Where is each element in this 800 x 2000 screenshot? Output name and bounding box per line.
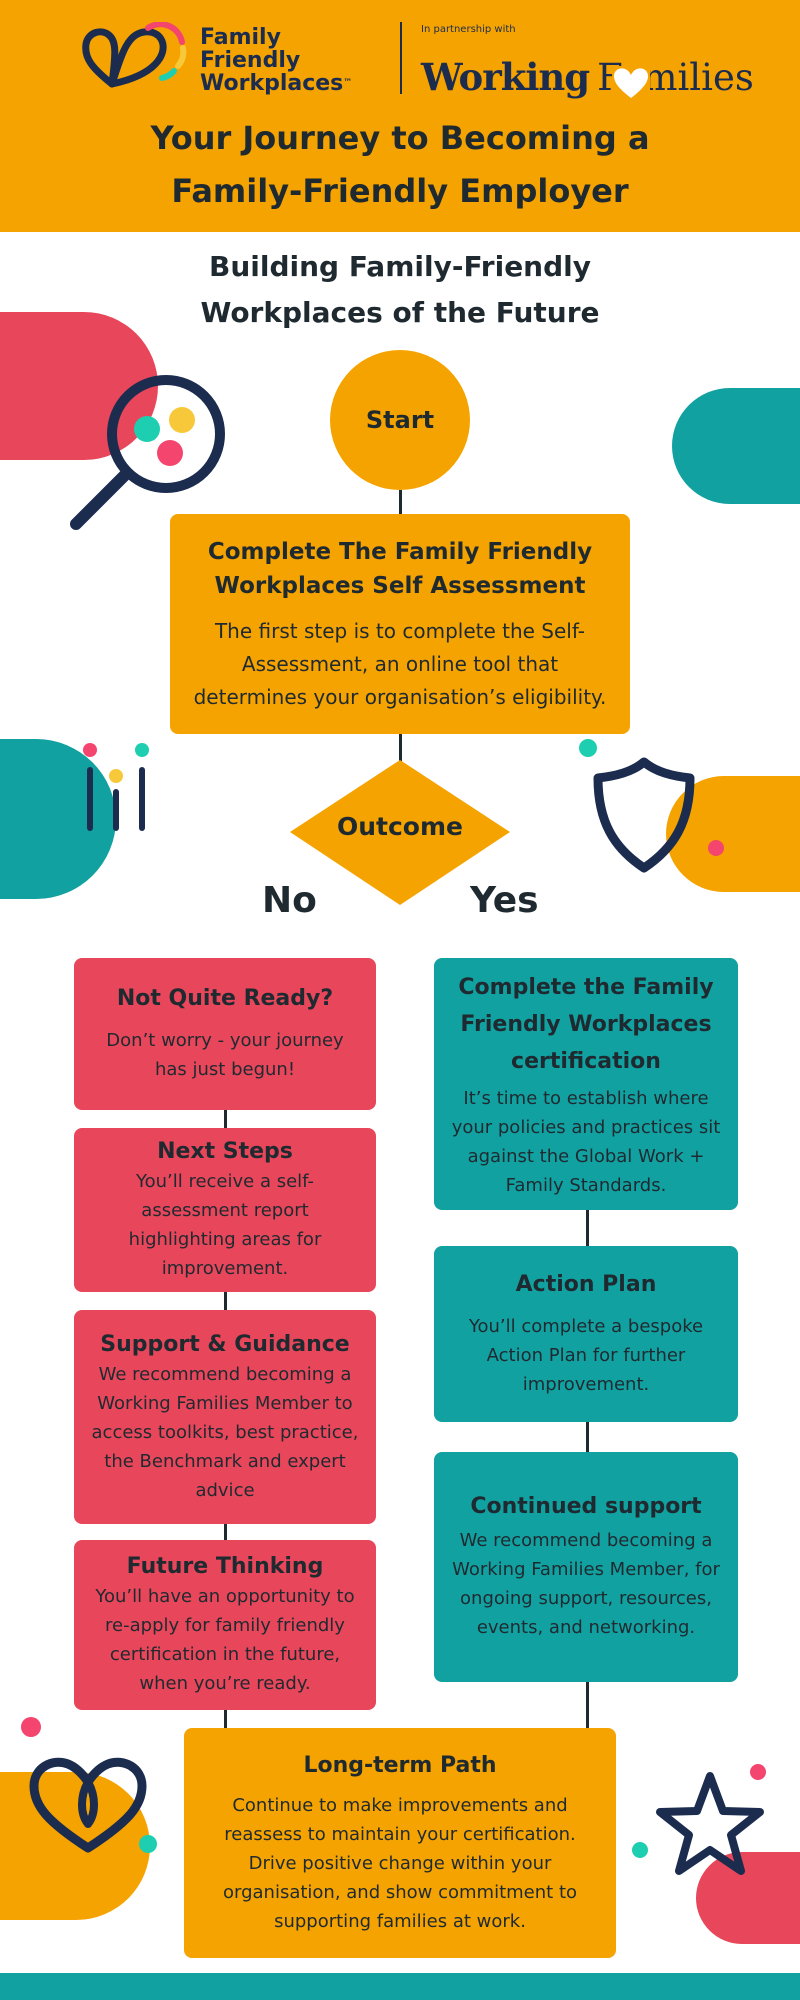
shield-icon: [579, 739, 724, 873]
brand-line-2: Friendly: [200, 48, 301, 73]
connector-no-2: [224, 1292, 227, 1310]
partnership-label: In partnership with: [421, 24, 516, 35]
final-step-long-term-path: Long-term Path Continue to make improvem…: [184, 1728, 616, 1958]
bars-icon: [83, 743, 149, 831]
yes-step-body: We recommend becoming a Working Families…: [452, 1530, 720, 1638]
magnifier-icon: [70, 375, 225, 530]
title-line-1: Your Journey to Becoming a: [150, 119, 650, 157]
connector-start-assessment: [399, 490, 402, 514]
no-step-body: You’ll have an opportunity to re-apply f…: [95, 1586, 355, 1694]
connector-no-3: [224, 1524, 227, 1540]
decorative-red-blob-right: [696, 1852, 800, 1944]
yes-step-body: You’ll complete a bespoke Action Plan fo…: [468, 1315, 704, 1395]
yes-step-action-plan: Action Plan You’ll complete a bespoke Ac…: [434, 1246, 738, 1422]
connector-yes-final: [586, 1682, 589, 1728]
subtitle-line-1: Building Family-Friendly: [208, 250, 592, 283]
footer-band: [0, 1973, 800, 2000]
no-step-body: Don’t worry - your journey has just begu…: [106, 1030, 344, 1080]
yes-step-body: It’s time to establish where your polici…: [451, 1087, 721, 1196]
branch-label-yes: Yes: [470, 880, 539, 921]
heart-outline-icon: [29, 1757, 157, 1853]
no-step-body: We recommend becoming a Working Families…: [91, 1363, 359, 1501]
assessment-box: Complete The Family Friendly Workplaces …: [170, 514, 630, 734]
connector-no-final: [224, 1710, 227, 1728]
final-step-title: Long-term Path: [303, 1752, 497, 1778]
connector-yes-2: [586, 1422, 589, 1452]
decorative-orange-blob-left: [0, 1772, 150, 1920]
no-step-body: You’ll receive a self-assessment report …: [128, 1171, 322, 1279]
partner-word-working: Working: [421, 55, 590, 99]
pink-dot: [21, 1717, 41, 1737]
branch-label-no: No: [262, 880, 317, 921]
heart-icon: [612, 66, 650, 100]
no-step-support-guidance: Support & Guidance We recommend becoming…: [74, 1310, 376, 1524]
subtitle-line-2: Workplaces of the Future: [200, 296, 600, 329]
page-title: Your Journey to Becoming a Family-Friend…: [40, 112, 760, 218]
decision-label: Outcome: [336, 812, 463, 841]
yes-step-title: Continued support: [470, 1494, 702, 1519]
brand-line-1: Family: [200, 25, 281, 50]
final-step-body: Continue to make improvements and reasse…: [222, 1794, 578, 1932]
decision-diamond: [290, 760, 510, 905]
header-divider: [400, 22, 402, 94]
no-step-title: Support & Guidance: [100, 1331, 350, 1357]
family-friendly-hearts-logo-icon: [82, 22, 187, 88]
no-step-next-steps: Next Steps You’ll receive a self-assessm…: [74, 1128, 376, 1292]
assessment-title: Complete The Family Friendly Workplaces …: [207, 538, 593, 599]
assessment-body: The first step is to complete the Self-A…: [193, 618, 607, 709]
connector-yes-1: [586, 1210, 589, 1246]
start-node: Start: [330, 350, 470, 490]
decorative-red-blob: [0, 312, 158, 460]
trademark: ™: [343, 78, 353, 88]
brand-name: Family Friendly Workplaces™: [200, 26, 360, 95]
brand-line-3: Workplaces™: [200, 71, 353, 96]
decorative-teal-blob-right: [672, 388, 800, 504]
no-step-title: Not Quite Ready?: [116, 986, 334, 1011]
no-step-future-thinking: Future Thinking You’ll have an opportuni…: [74, 1540, 376, 1710]
section-subtitle: Building Family-Friendly Workplaces of t…: [100, 244, 700, 336]
no-step-title: Future Thinking: [126, 1554, 324, 1579]
no-step-title: Next Steps: [157, 1139, 293, 1164]
yes-step-title: Complete the Family Friendly Workplaces …: [458, 974, 714, 1074]
star-icon: [632, 1764, 766, 1875]
title-line-2: Family-Friendly Employer: [171, 172, 629, 210]
no-step-not-quite-ready: Not Quite Ready? Don’t worry - your jour…: [74, 958, 376, 1110]
connector-assessment-decision: [399, 734, 402, 762]
yes-step-certification: Complete the Family Friendly Workplaces …: [434, 958, 738, 1210]
yes-step-title: Action Plan: [515, 1271, 657, 1297]
yes-step-continued-support: Continued support We recommend becoming …: [434, 1452, 738, 1682]
connector-no-1: [224, 1110, 227, 1128]
